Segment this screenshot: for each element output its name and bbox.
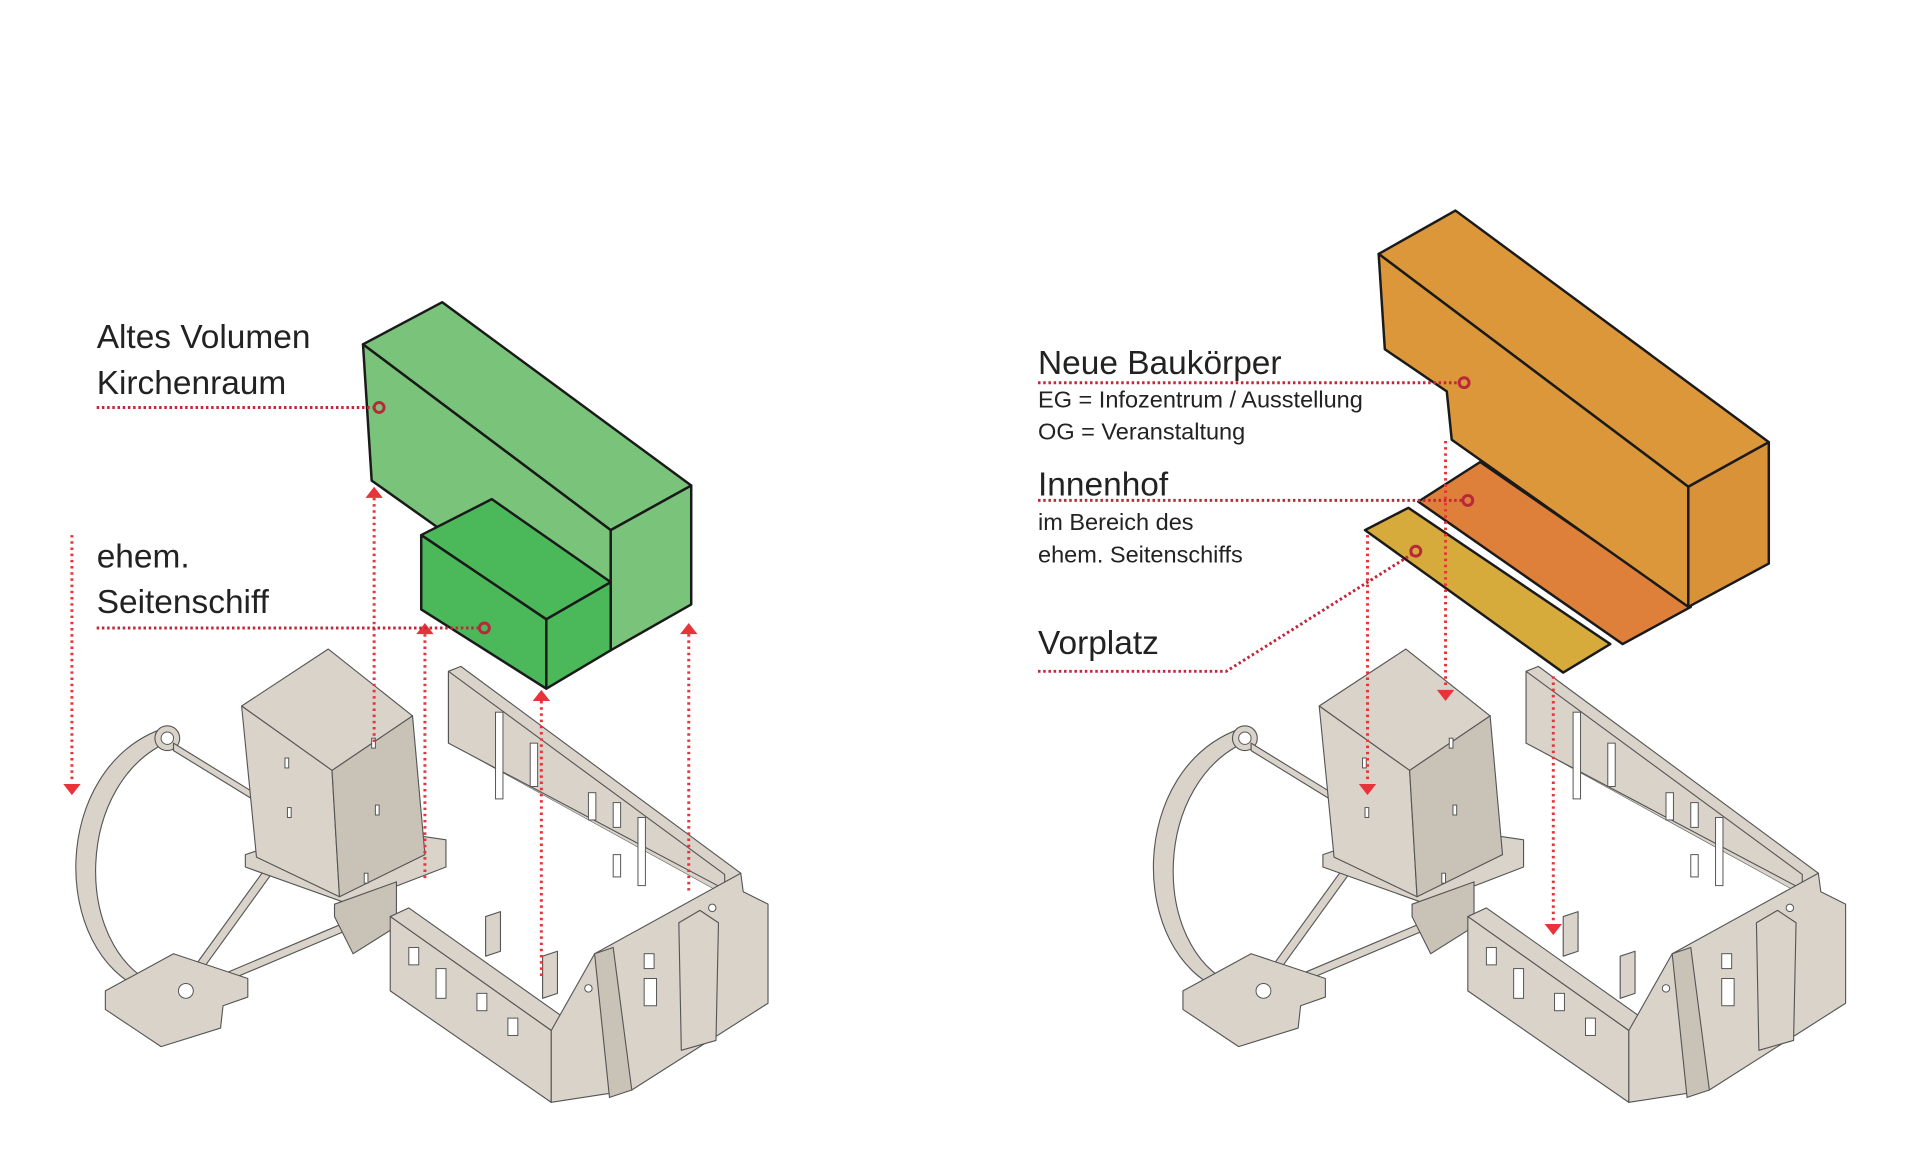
arrow-up-icon [532, 689, 551, 702]
arrow-down-icon [1436, 689, 1455, 702]
new-building-volume [1377, 209, 1771, 609]
label-courtyard-desc-2: ehem. Seitenschiffs [1038, 541, 1243, 567]
arrow-up-icon [680, 623, 698, 635]
forecourt-slab [1363, 506, 1612, 674]
label-ground-floor: EG = Infozentrum / Ausstellung [1038, 386, 1363, 412]
marker-circle [1409, 544, 1423, 558]
marker-circle [372, 401, 386, 414]
arrow-up-icon [365, 486, 383, 498]
label-courtyard: Innenhof [1038, 466, 1169, 503]
marker-circle [1457, 376, 1471, 390]
label-former: ehem. [97, 538, 190, 575]
left-panel: Altes Volumen Kirchenraum ehem. Seitensc… [63, 300, 769, 1103]
marker-circle [1461, 493, 1475, 507]
label-upper-floor: OG = Veranstaltung [1038, 419, 1245, 445]
label-nave: Kirchenraum [97, 365, 287, 402]
arrow-down-icon [1544, 923, 1562, 936]
label-courtyard-desc-1: im Bereich des [1038, 509, 1194, 535]
arrow-down-icon [63, 784, 81, 796]
ruin-existing-church-left [75, 648, 769, 1103]
old-volume-nave [361, 300, 693, 652]
arrow-down-icon [1358, 784, 1377, 796]
label-new-buildings: Neue Baukörper [1038, 345, 1282, 382]
label-old-volume: Altes Volumen [97, 319, 311, 356]
old-volume-side-aisle [419, 497, 612, 690]
marker-circle [477, 621, 491, 635]
label-side-aisle: Seitenschiff [97, 584, 270, 621]
projection-arrows-right [1358, 440, 1562, 936]
label-forecourt: Vorplatz [1038, 625, 1159, 662]
right-panel: Neue Baukörper EG = Infozentrum / Ausste… [1038, 209, 1847, 1103]
ruin-existing-church-right [1152, 648, 1847, 1103]
